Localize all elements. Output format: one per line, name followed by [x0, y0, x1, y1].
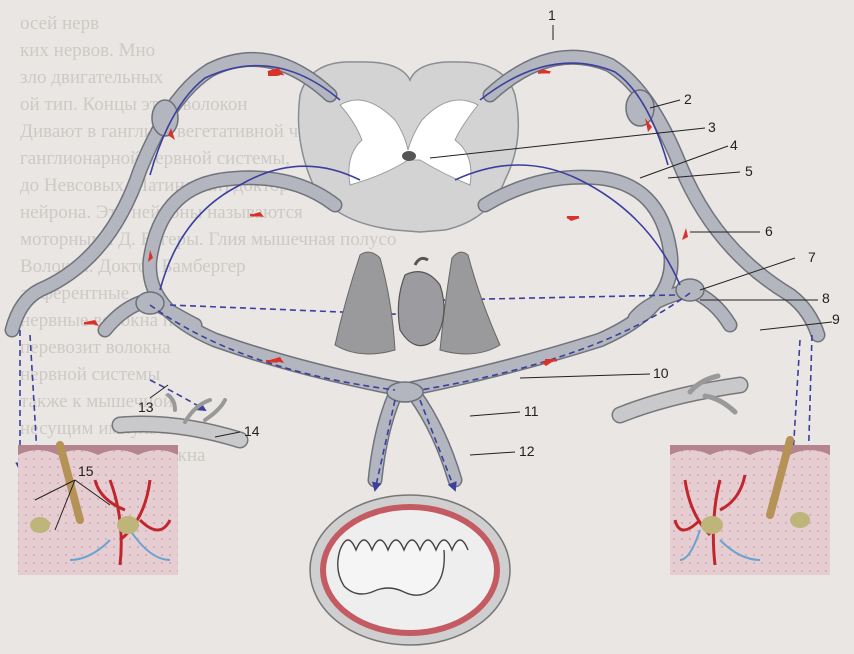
- label-4: 4: [730, 137, 738, 153]
- label-5: 5: [745, 163, 753, 179]
- label-9: 9: [832, 311, 840, 327]
- label-13: 13: [138, 399, 154, 415]
- label-1: 1: [548, 7, 556, 23]
- label-3: 3: [708, 119, 716, 135]
- skin-left: [18, 445, 178, 575]
- label-12: 12: [519, 443, 535, 459]
- label-7: 7: [808, 249, 816, 265]
- label-8: 8: [822, 290, 830, 306]
- label-2: 2: [684, 91, 692, 107]
- label-6: 6: [765, 223, 773, 239]
- label-10: 10: [653, 365, 669, 381]
- skin-right: [670, 440, 830, 575]
- gut-cross-section: [310, 495, 510, 645]
- lungs-and-heart: [335, 252, 500, 354]
- label-15: 15: [78, 463, 94, 479]
- label-11: 11: [524, 403, 539, 419]
- label-14: 14: [244, 423, 260, 439]
